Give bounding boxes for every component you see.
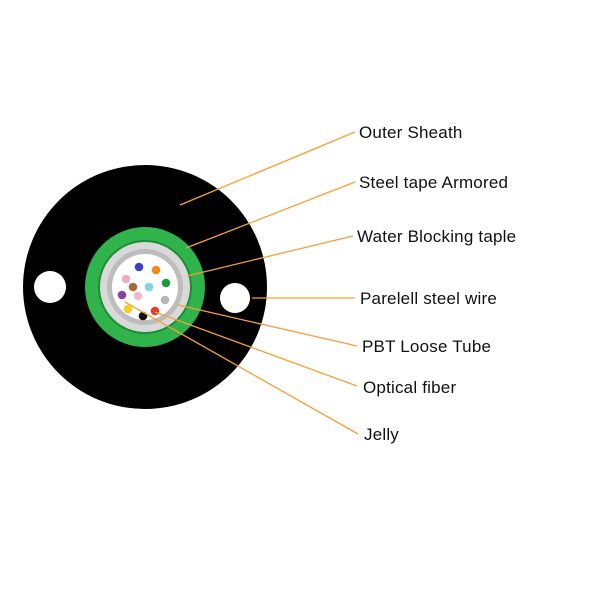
label-optical-fiber: Optical fiber <box>363 378 456 397</box>
fiber-black <box>138 311 148 321</box>
fiber-red <box>150 306 160 316</box>
label-water-blocking-tape: Water Blocking taple <box>357 227 516 246</box>
leader-jelly <box>124 301 359 435</box>
fiber-green <box>161 278 171 288</box>
leader-lines <box>124 131 359 435</box>
fiber-pink <box>133 291 143 301</box>
leader-water-blocking <box>186 235 354 277</box>
fiber-yellow <box>123 304 133 314</box>
leader-steel-tape <box>185 181 356 249</box>
optical-fibers <box>117 262 171 321</box>
label-jelly: Jelly <box>364 425 399 444</box>
fiber-rose <box>121 274 131 284</box>
label-outer-sheath: Outer Sheath <box>359 123 463 142</box>
steel-wire-left <box>34 271 66 303</box>
label-pbt-loose-tube: PBT Loose Tube <box>362 337 491 356</box>
fiber-blue <box>134 262 144 272</box>
leader-optical-fiber <box>154 311 358 387</box>
leader-outer-sheath <box>179 131 356 206</box>
label-steel-tape-armored: Steel tape Armored <box>359 173 508 192</box>
fiber-orange <box>151 265 161 275</box>
fiber-brown <box>128 282 138 292</box>
fiber-aqua <box>144 282 154 292</box>
label-parallel-steel-wire: Parelell steel wire <box>360 289 497 308</box>
fiber-violet <box>117 290 127 300</box>
fiber-slate <box>160 295 170 305</box>
leader-pbt-tube <box>177 304 358 347</box>
steel-wire-right <box>220 283 250 313</box>
